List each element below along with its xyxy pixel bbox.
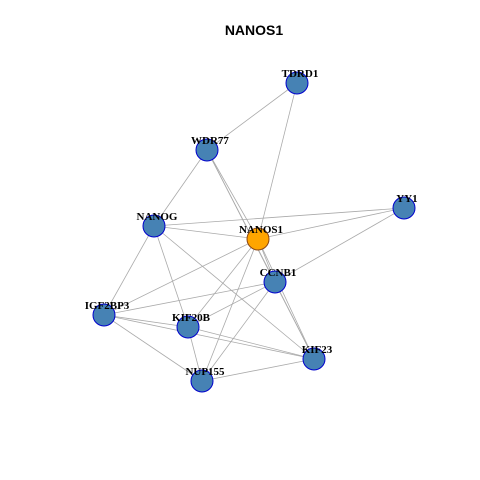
edge-ccnb1-kif20b bbox=[187, 281, 276, 328]
graph-title: NANOS1 bbox=[225, 22, 284, 38]
edge-ccnb1-igf2bp3 bbox=[103, 281, 276, 316]
node-label-ccnb1: CCNB1 bbox=[260, 267, 297, 279]
edge-nanos1-yy1 bbox=[257, 207, 405, 240]
edge-igf2bp3-nup155 bbox=[103, 314, 203, 382]
node-igf2bp3[interactable] bbox=[92, 303, 116, 327]
edge-nanos1-wdr77 bbox=[206, 149, 259, 240]
edge-nanos1-nanog bbox=[153, 225, 259, 240]
node-layer bbox=[92, 71, 416, 393]
node-label-wdr77: WDR77 bbox=[191, 135, 229, 147]
edge-ccnb1-kif23 bbox=[274, 281, 315, 360]
node-ccnb1[interactable] bbox=[263, 270, 287, 294]
node-label-kif23: KIF23 bbox=[302, 344, 333, 356]
node-nup155[interactable] bbox=[190, 369, 214, 393]
edge-nanog-yy1 bbox=[153, 207, 405, 227]
edge-yy1-ccnb1 bbox=[274, 207, 405, 283]
node-kif20b[interactable] bbox=[176, 315, 200, 339]
node-label-tdrd1: TDRD1 bbox=[282, 68, 319, 80]
node-label-nanog: NANOG bbox=[137, 211, 178, 223]
edge-nanog-kif23 bbox=[153, 225, 315, 360]
node-tdrd1[interactable] bbox=[285, 71, 309, 95]
node-label-yy1: YY1 bbox=[396, 193, 417, 205]
edge-igf2bp3-kif20b bbox=[103, 314, 189, 328]
node-wdr77[interactable] bbox=[195, 138, 219, 162]
node-label-nup155: NUP155 bbox=[185, 366, 225, 378]
edge-nanog-kif20b bbox=[153, 225, 189, 328]
edge-layer bbox=[103, 82, 405, 382]
edge-kif23-nup155 bbox=[201, 358, 315, 382]
node-kif23[interactable] bbox=[302, 347, 326, 371]
edge-wdr77-nanog bbox=[153, 149, 208, 227]
edge-tdrd1-wdr77 bbox=[206, 82, 298, 151]
edge-kif20b-kif23 bbox=[187, 326, 315, 360]
edge-nanos1-kif23 bbox=[257, 238, 315, 360]
edge-nanos1-tdrd1 bbox=[257, 82, 298, 240]
edge-nanos1-igf2bp3 bbox=[103, 238, 259, 316]
node-label-nanos1: NANOS1 bbox=[239, 224, 283, 236]
node-label-igf2bp3: IGF2BP3 bbox=[85, 300, 130, 312]
edge-ccnb1-nup155 bbox=[201, 281, 276, 382]
node-yy1[interactable] bbox=[392, 196, 416, 220]
node-nanog[interactable] bbox=[142, 214, 166, 238]
edge-igf2bp3-kif23 bbox=[103, 314, 315, 360]
node-nanos1[interactable] bbox=[246, 227, 270, 251]
node-label-kif20b: KIF20B bbox=[172, 312, 211, 324]
edge-nanog-igf2bp3 bbox=[103, 225, 155, 316]
edge-nanos1-nup155 bbox=[201, 238, 259, 382]
